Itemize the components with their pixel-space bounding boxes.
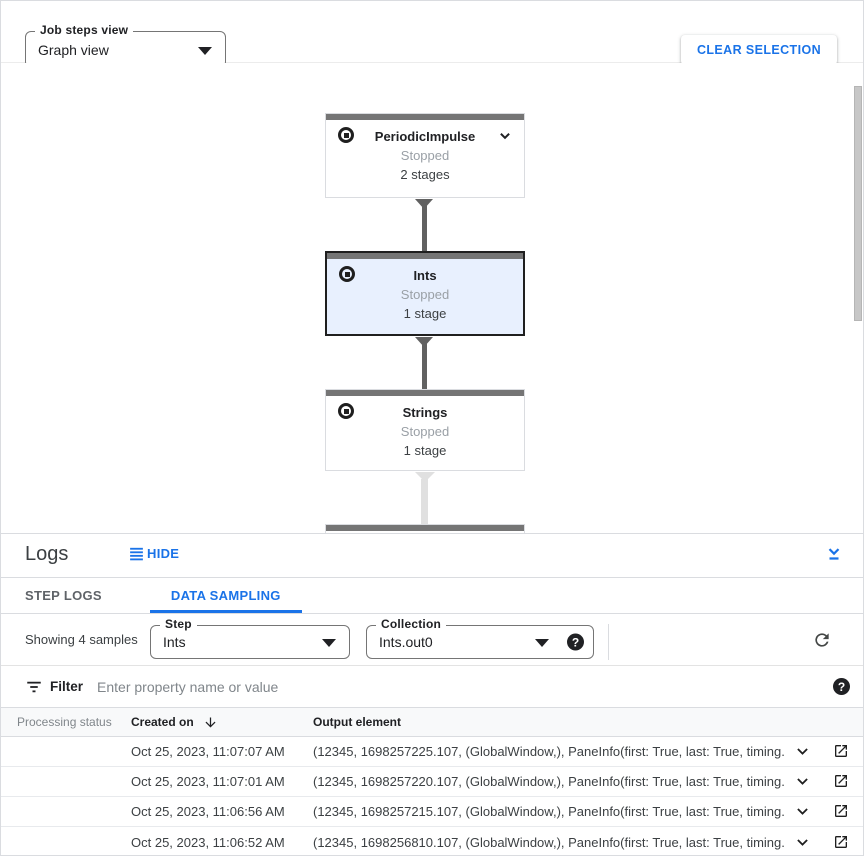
created-on-label: Created on [131,715,194,729]
node-topbar [326,390,524,396]
sort-descending-icon [205,717,216,727]
filter-help-icon[interactable]: ? [833,678,850,695]
node-name: PeriodicImpulse [374,129,476,144]
step-select[interactable]: Step Ints [150,617,350,659]
edge-arrow [415,472,435,482]
graph-node-strings[interactable]: Strings Stopped 1 stage [325,389,525,471]
stopped-status-icon [339,266,355,282]
graph-node-partial[interactable] [325,524,525,533]
hide-logs-button[interactable]: HIDE [128,545,179,562]
created-on-cell: Oct 25, 2023, 11:07:01 AM [131,774,285,789]
node-topbar [327,253,523,259]
sample-count-text: Showing 4 samples [25,632,138,647]
node-status: Stopped [400,287,450,302]
sampling-toolbar: Showing 4 samples Step Ints Collection I… [1,614,863,666]
collapse-panel-icon[interactable] [825,545,843,563]
logs-header: Logs HIDE [1,534,863,578]
collection-select-value: Ints.out0 [379,634,433,650]
node-status: Stopped [400,424,450,439]
open-in-new-icon[interactable] [833,773,850,790]
step-select-value: Ints [163,634,186,650]
graph-node-ints-selected[interactable]: Ints Stopped 1 stage [325,251,525,336]
graph-node-periodicimpulse[interactable]: PeriodicImpulse Stopped 2 stages [325,113,525,198]
filter-bar: Filter ? [1,666,863,708]
stopped-status-icon [338,403,354,419]
graph-toolbar: Job steps view Graph view CLEAR SELECTIO… [1,1,863,68]
expand-row-icon[interactable] [794,743,811,760]
node-status: Stopped [400,148,450,163]
tab-data-sampling[interactable]: DATA SAMPLING [149,578,302,613]
node-name: Ints [413,268,437,283]
hide-lines-icon [130,547,143,561]
filter-label: Filter [50,679,84,694]
dropdown-arrow-icon [198,46,212,55]
clear-selection-button[interactable]: CLEAR SELECTION [680,35,837,65]
open-in-new-icon[interactable] [833,834,850,851]
sample-row: Oct 25, 2023, 11:06:52 AM (12345, 169825… [1,827,863,855]
edge-line [422,205,427,251]
created-on-cell: Oct 25, 2023, 11:06:56 AM [131,804,285,819]
edge-line [422,343,427,389]
hide-label: HIDE [147,546,180,561]
toolbar-divider [608,624,609,660]
output-element-cell: (12345, 1698257225.107, (GlobalWindow,),… [313,744,785,759]
edge-arrow [415,199,433,209]
node-stages: 2 stages [400,167,450,182]
step-select-label: Step [160,617,197,631]
logs-panel: Logs HIDE STEP LOGS DATA SAMPLING Showin… [1,533,863,855]
edge-line [421,479,428,524]
column-header-created-on[interactable]: Created on [131,715,313,730]
output-element-cell: (12345, 1698257220.107, (GlobalWindow,),… [313,774,785,789]
table-header-row: Processing status Created on Output elem… [1,708,863,737]
job-steps-view-label: Job steps view [35,23,134,37]
stopped-status-icon [338,127,354,143]
collection-select-label: Collection [376,617,447,631]
node-topbar [326,525,524,531]
output-element-cell: (12345, 1698256810.107, (GlobalWindow,),… [313,834,785,850]
expand-row-icon[interactable] [794,773,811,790]
job-graph-canvas: PeriodicImpulse Stopped 2 stages Ints St… [1,63,863,533]
open-in-new-icon[interactable] [833,803,850,820]
node-stages: 1 stage [403,443,447,458]
created-on-cell: Oct 25, 2023, 11:07:07 AM [131,744,285,759]
refresh-samples-icon[interactable] [812,630,832,650]
open-in-new-icon[interactable] [833,743,850,760]
filter-input[interactable] [97,678,833,695]
created-on-cell: Oct 25, 2023, 11:06:52 AM [131,834,285,850]
filter-icon [27,681,41,692]
dropdown-arrow-icon [322,639,336,647]
sample-row: Oct 25, 2023, 11:07:01 AM (12345, 169825… [1,767,863,797]
expand-row-icon[interactable] [794,803,811,820]
tab-step-logs[interactable]: STEP LOGS [25,588,102,603]
edge-arrow [415,337,433,347]
node-stages: 1 stage [403,306,447,321]
dropdown-arrow-icon [535,639,549,647]
sample-row: Oct 25, 2023, 11:07:07 AM (12345, 169825… [1,737,863,767]
column-header-output-element: Output element [313,715,402,729]
sample-row: Oct 25, 2023, 11:06:56 AM (12345, 169825… [1,797,863,827]
job-steps-view-select[interactable]: Job steps view Graph view [25,23,226,68]
expand-row-icon[interactable] [794,834,811,851]
collection-help-icon[interactable]: ? [567,633,584,651]
job-steps-view-value: Graph view [38,41,109,58]
graph-vertical-scrollbar[interactable] [854,86,862,321]
logs-panel-title: Logs [25,543,69,565]
node-name: Strings [402,405,448,420]
column-header-processing-status: Processing status [17,715,112,729]
node-topbar [326,114,524,120]
expand-node-icon[interactable] [496,127,514,145]
logs-tabs: STEP LOGS DATA SAMPLING [1,578,863,614]
collection-select[interactable]: Collection Ints.out0 ? [366,617,594,659]
output-element-cell: (12345, 1698257215.107, (GlobalWindow,),… [313,804,785,819]
